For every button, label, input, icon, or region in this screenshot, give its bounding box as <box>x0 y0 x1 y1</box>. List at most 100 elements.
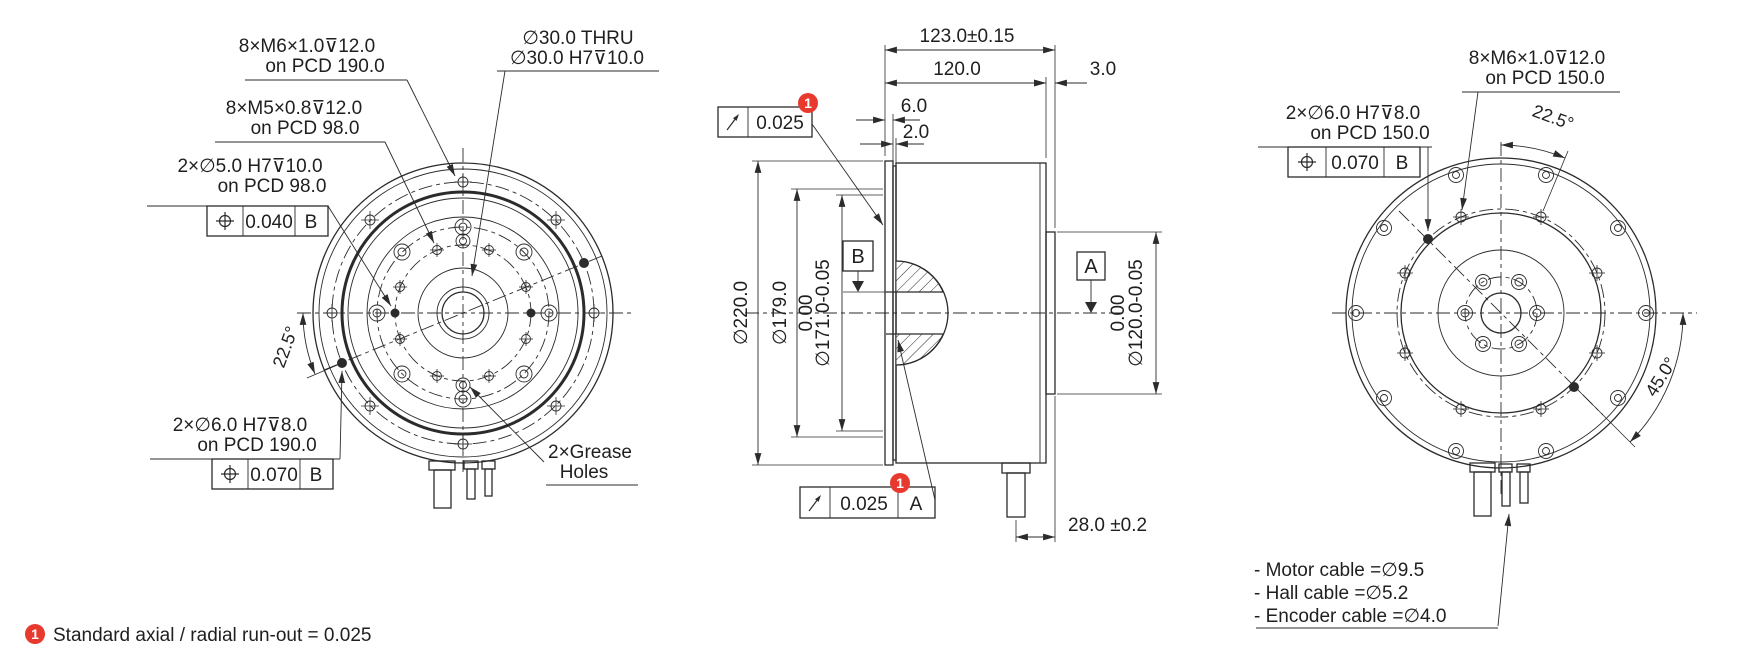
front-label-m5-line1: 8×M5×0.8⊽12.0 <box>226 98 362 119</box>
rear-fcf-position-070: 0.070 B <box>1287 146 1421 178</box>
rear-label-dowel6-line1: 2×∅6.0 H7⊽8.0 <box>1286 103 1421 124</box>
datum-b-label: B <box>851 246 864 268</box>
note-badge-number: 1 <box>896 475 904 491</box>
front-tapped-holes-pcd190 <box>323 173 603 453</box>
dia-spigot-tol: 0.00 <box>796 295 817 332</box>
front-angle-dim: 22.5° <box>269 312 343 379</box>
cable-note-encoder: - Encoder cable =∅4.0 <box>1254 606 1446 627</box>
front-dowel-pcd190 <box>579 258 589 268</box>
position-tolerance-icon <box>215 211 235 231</box>
dia-rear-tol: 0.00 <box>1108 295 1129 332</box>
rear-angle-top-dim: 22.5° <box>1500 101 1577 212</box>
fcf-bottom-datum: A <box>910 494 923 515</box>
front-fcf-070-tol: 0.070 <box>250 465 298 486</box>
front-fcf-position-040: 0.040 B <box>206 205 329 237</box>
section-dim-dia-inner: ∅179.0 <box>770 188 883 438</box>
front-label-m5-line2: on PCD 98.0 <box>251 118 360 139</box>
note-badge <box>798 93 818 113</box>
section-hub <box>886 260 949 366</box>
footnote: 1 Standard axial / radial run-out = 0.02… <box>25 624 371 646</box>
rear-angle-lower-label: 45.0° <box>1641 354 1680 400</box>
front-label-grease: 2×Grease Holes <box>469 386 638 486</box>
rear-label-m6-line1: 8×M6×1.0⊽12.0 <box>1469 48 1605 69</box>
dim-flange-text: 6.0 <box>901 96 927 117</box>
runout-icon <box>808 494 822 512</box>
front-label-dowel6-line2: on PCD 190.0 <box>197 435 316 456</box>
front-view: 22.5° 8×M6×1.0⊽12.0 on PCD 190.0 ∅30.0 T… <box>147 28 659 509</box>
note-badge-number: 1 <box>31 626 39 642</box>
rear-label-m6-line2: on PCD 150.0 <box>1485 68 1604 89</box>
dim-rear-text: 3.0 <box>1090 59 1116 80</box>
rear-cable-notes: - Motor cable =∅9.5 - Hall cable =∅5.2 -… <box>1254 513 1512 629</box>
front-label-m6-line2: on PCD 190.0 <box>265 56 384 77</box>
fcf-top-tol: 0.025 <box>756 113 804 134</box>
front-label-m6-line1: 8×M6×1.0⊽12.0 <box>239 36 375 57</box>
rear-hub-holes <box>1457 274 1545 352</box>
section-dim-flange: 6.0 <box>856 96 927 161</box>
section-fcf-runout-bottom: 0.025 A 1 <box>799 339 936 519</box>
note-badge <box>25 624 45 644</box>
front-label-grease-line2: Holes <box>560 462 609 483</box>
rear-view: 22.5° 45.0° 8×M6×1.0⊽12.0 on PCD 150.0 2… <box>1254 48 1697 629</box>
section-dim-rear: 3.0 <box>1014 59 1116 87</box>
front-label-m6: 8×M6×1.0⊽12.0 on PCD 190.0 <box>239 36 456 177</box>
front-fcf-070-datum: B <box>310 465 323 486</box>
section-dim-overall: 123.0±0.15 <box>884 26 1056 228</box>
rear-label-dowel6: 2×∅6.0 H7⊽8.0 on PCD 150.0 0.070 B <box>1258 103 1432 231</box>
section-view: B A 123.0±0.15 120.0 3.0 6.0 2.0 <box>717 26 1162 542</box>
section-cable-stub <box>1001 462 1031 518</box>
front-dowel-pcd98 <box>526 308 536 318</box>
front-label-dowel6: 2×∅6.0 H7⊽8.0 on PCD 190.0 0.070 B <box>150 370 346 490</box>
dia-rear-value: ∅120.0-0.05 <box>1126 259 1147 366</box>
runout-icon <box>726 113 740 131</box>
front-label-dowel5-line1: 2×∅5.0 H7⊽10.0 <box>177 156 322 177</box>
rear-fcf-070-tol: 0.070 <box>1331 153 1379 174</box>
dia-spigot-value: ∅171.0-0.05 <box>813 259 834 366</box>
rear-dowel-pcd150 <box>1569 382 1579 392</box>
position-tolerance-icon <box>220 464 240 484</box>
front-label-dowel6-line1: 2×∅6.0 H7⊽8.0 <box>173 415 308 436</box>
rear-fcf-070-datum: B <box>1396 153 1409 174</box>
rear-tapped-holes-pcd150 <box>1397 209 1605 417</box>
datum-triangle <box>1085 302 1097 313</box>
fcf-bottom-tol: 0.025 <box>840 494 888 515</box>
front-label-dowel5: 2×∅5.0 H7⊽10.0 on PCD 98.0 0.040 B <box>147 156 392 307</box>
dia-outer-text: ∅220.0 <box>731 281 752 345</box>
dia-inner-text: ∅179.0 <box>770 281 791 345</box>
datum-b-flag: B <box>842 240 886 293</box>
front-label-grease-line1: 2×Grease <box>548 442 632 463</box>
dim-cable-text: 28.0 ±0.2 <box>1068 515 1147 536</box>
section-fcf-runout-top: 0.025 1 <box>717 93 884 226</box>
section-dim-cable: 28.0 ±0.2 <box>1015 396 1147 542</box>
front-tapped-holes-pcd98 <box>393 243 533 383</box>
front-fcf-040-datum: B <box>305 212 318 233</box>
cable-note-hall: - Hall cable =∅5.2 <box>1254 583 1408 604</box>
front-label-bore-line2: ∅30.0 H7⊽10.0 <box>510 48 644 69</box>
section-rear-spigot <box>1045 231 1056 395</box>
rear-dowel-pcd150 <box>1423 234 1433 244</box>
rear-label-m6: 8×M6×1.0⊽12.0 on PCD 150.0 <box>1460 48 1620 211</box>
datum-a-flag: A <box>1076 251 1106 313</box>
note-badge <box>890 473 910 493</box>
note-badge-number: 1 <box>804 95 812 111</box>
section-dim-dia-outer: ∅220.0 <box>731 160 883 466</box>
dim-body-text: 120.0 <box>933 59 981 80</box>
front-fcf-040-tol: 0.040 <box>245 212 293 233</box>
section-dim-step: 2.0 <box>860 122 929 163</box>
rear-label-dowel6-line2: on PCD 150.0 <box>1310 123 1429 144</box>
rear-angle-top-label: 22.5° <box>1530 101 1577 134</box>
section-dim-dia-rear: 0.00 ∅120.0-0.05 <box>1057 231 1162 395</box>
front-label-dowel5-line2: on PCD 98.0 <box>218 176 327 197</box>
front-label-m5: 8×M5×0.8⊽12.0 on PCD 98.0 <box>215 98 435 244</box>
front-counterbore-holes <box>368 218 558 408</box>
rear-angle-lower-dim: 45.0° <box>1579 312 1687 448</box>
front-label-bore-line1: ∅30.0 THRU <box>522 28 633 49</box>
position-tolerance-icon <box>1297 152 1317 172</box>
dim-overall-text: 123.0±0.15 <box>920 26 1015 47</box>
datum-triangle <box>852 281 864 292</box>
front-fcf-position-070: 0.070 B <box>211 458 334 490</box>
front-angle-label: 22.5° <box>269 324 302 371</box>
front-grease-holes <box>455 233 471 393</box>
